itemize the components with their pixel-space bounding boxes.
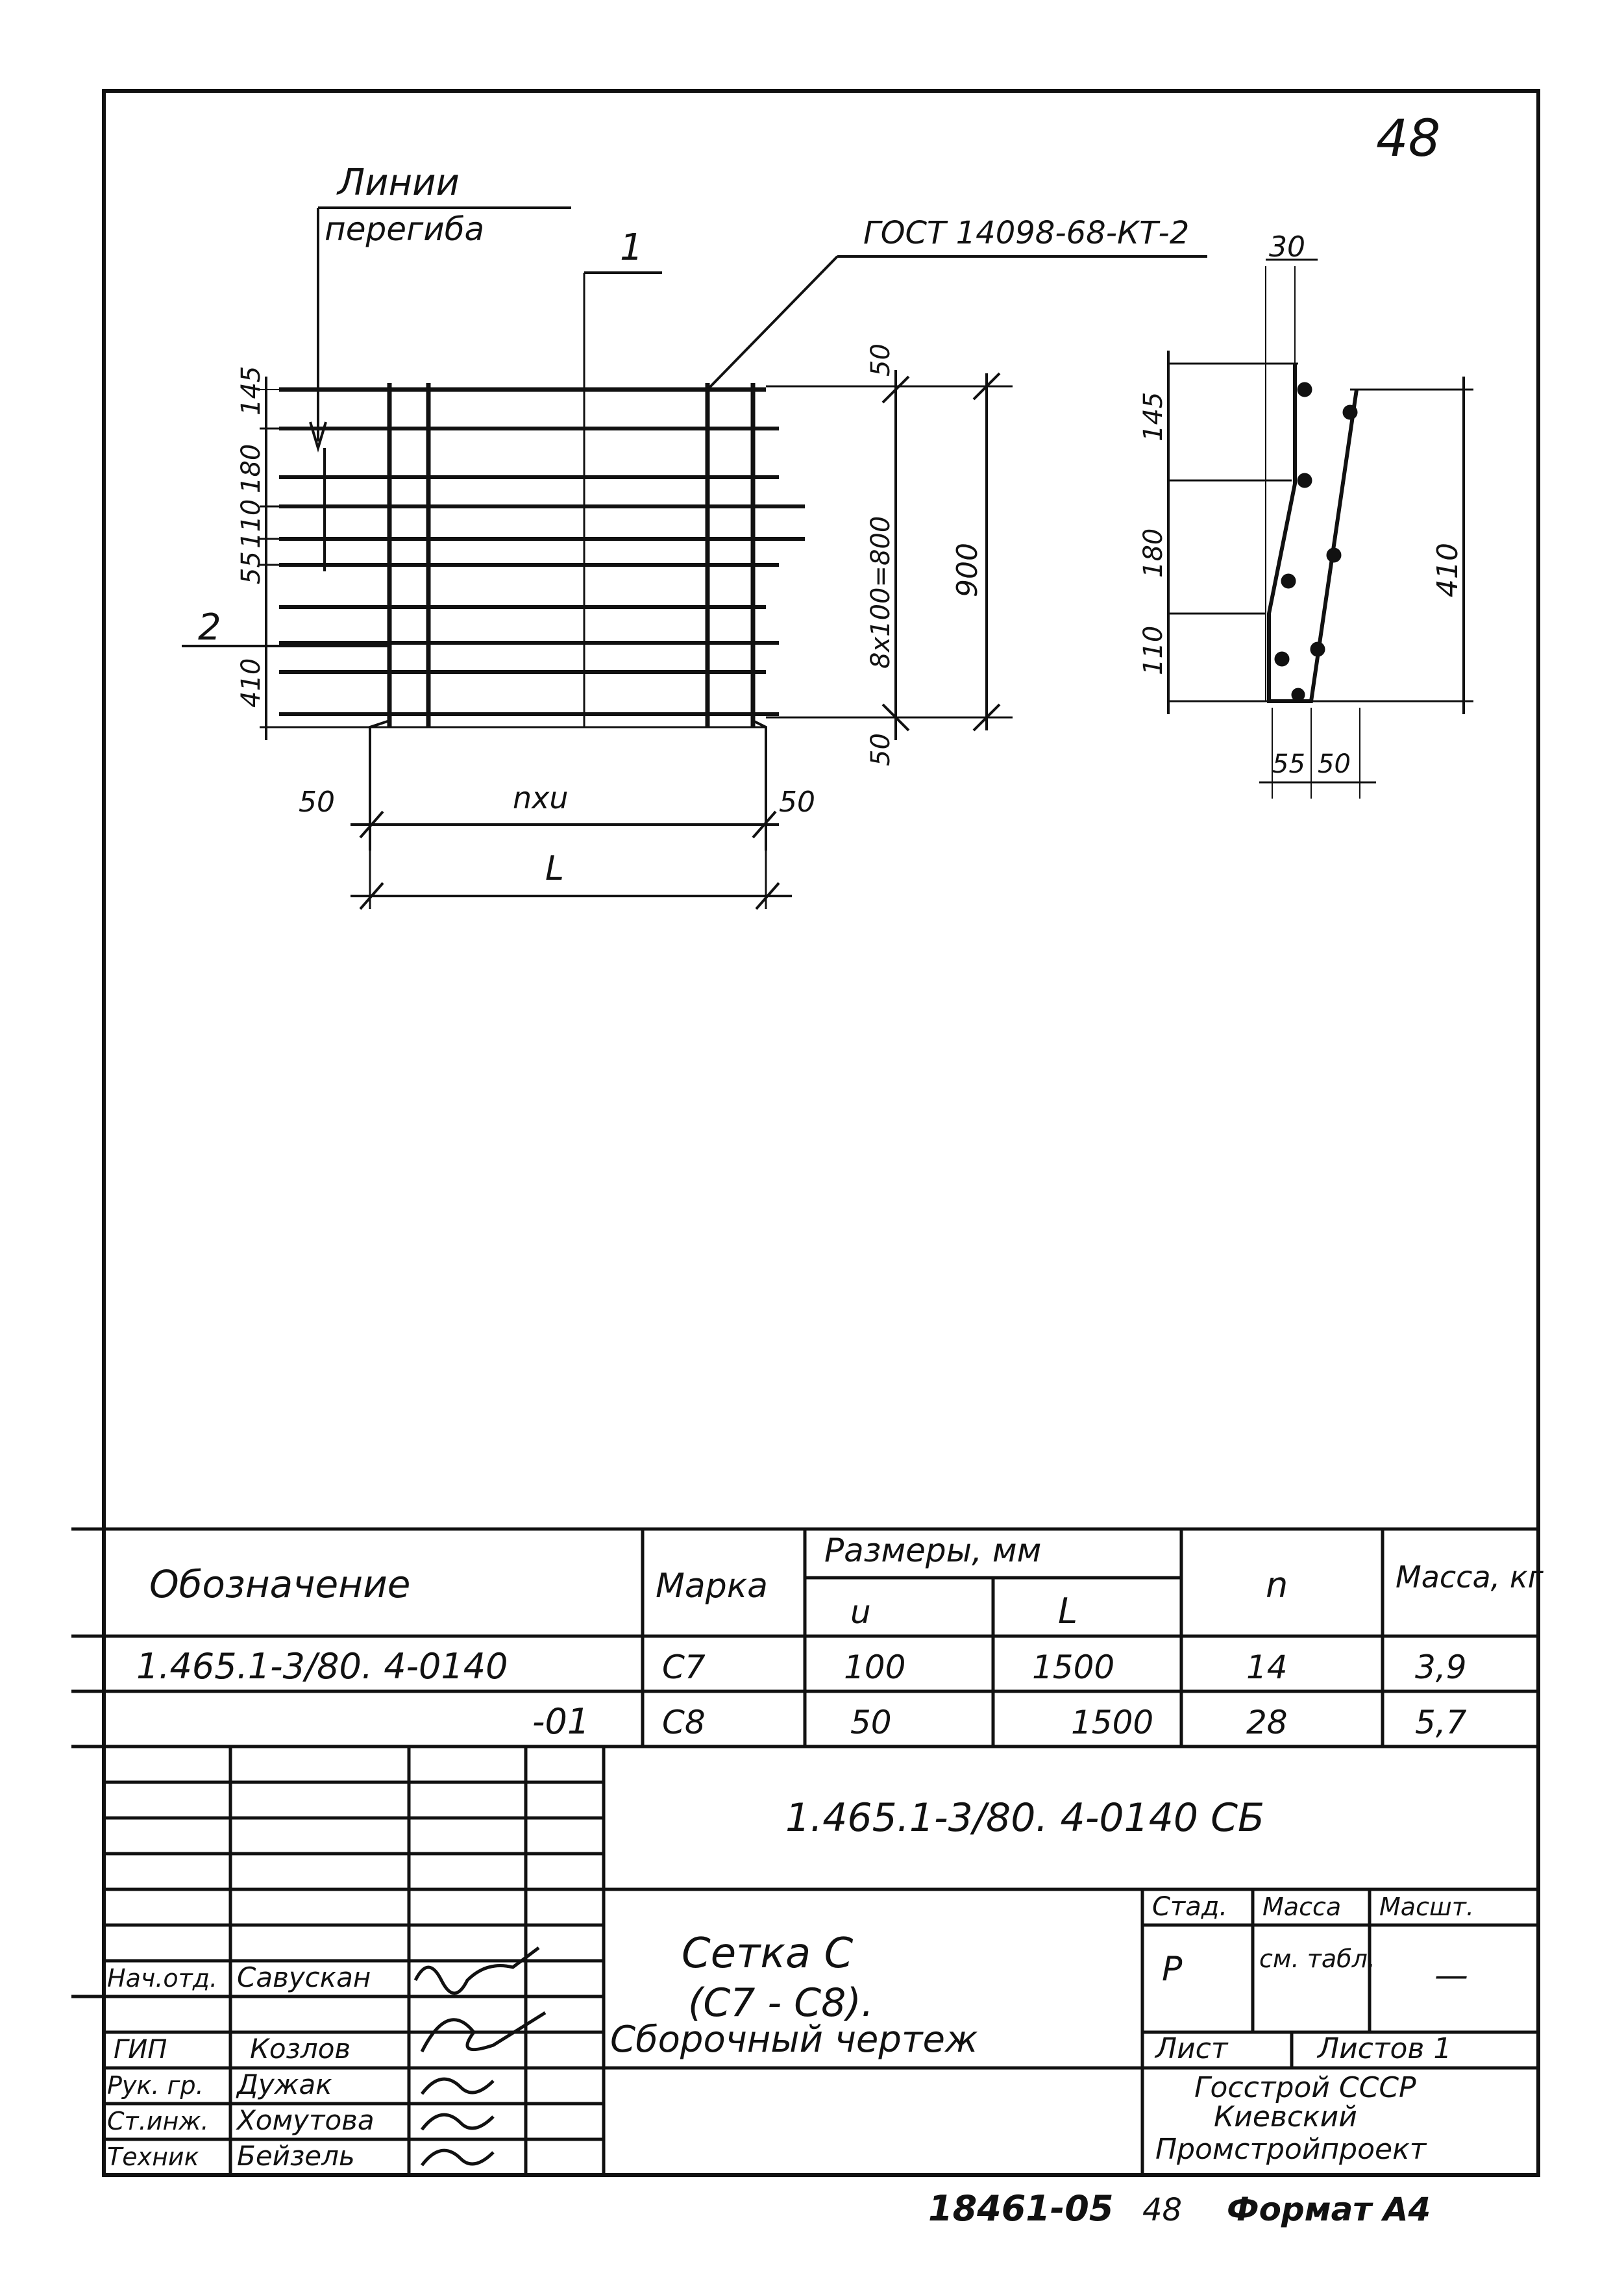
org-line-3: Промстройпроект (1155, 2133, 1427, 2166)
side-dim-145: 145 (1138, 392, 1168, 441)
col-mass: Масса, кг (1396, 1560, 1544, 1595)
right-dim-8x100: 8х100=800 (866, 516, 896, 669)
callout-1: 1 (620, 227, 643, 269)
row1-mark: С7 (662, 1648, 706, 1686)
footer-stamp-suffix: 48 (1142, 2192, 1182, 2228)
col-L: L (1058, 1591, 1077, 1632)
sig-name-4: Хомутова (236, 2104, 375, 2136)
bottom-dim-50-right: 50 (779, 786, 815, 819)
sheets-label: Листов 1 (1316, 2032, 1451, 2065)
sheet-number: 48 (1376, 110, 1440, 168)
footer-format: Формат А4 (1227, 2191, 1431, 2228)
row1-mass: 3,9 (1415, 1648, 1467, 1686)
sig-name-1: Савускан (237, 1961, 371, 1993)
row2-n: 28 (1246, 1704, 1288, 1741)
col-sizes: Размеры, мм (824, 1532, 1041, 1569)
sig-name-3: Дужак (236, 2069, 332, 2100)
sheet-frame (102, 89, 1540, 2177)
title-line-2: (С7 - С8). (688, 1980, 874, 2026)
side-view (1167, 258, 1473, 799)
row1-u: 100 (844, 1648, 905, 1686)
sig-role-3: Рук. гр. (107, 2071, 204, 2100)
side-dim-180: 180 (1138, 528, 1168, 578)
col-n: n (1266, 1565, 1288, 1606)
bottom-dim-L: L (545, 849, 564, 888)
row1-designation: 1.465.1-3/80. 4-0140 (136, 1646, 508, 1687)
row2-designation: -01 (532, 1701, 589, 1742)
left-dim-410: 410 (236, 658, 266, 708)
title-block-grid (71, 1747, 1538, 2175)
left-dim-145: 145 (236, 366, 266, 416)
stage-label: Стад. (1152, 1892, 1227, 1922)
bottom-dim-50-left: 50 (299, 786, 335, 819)
right-dim-50-top: 50 (866, 343, 896, 377)
gost-label: ГОСТ 14098-68-КТ-2 (863, 215, 1189, 251)
row2-mass: 5,7 (1415, 1704, 1467, 1741)
stage-value: Р (1162, 1950, 1183, 1989)
title-line-3: Сборочный чертеж (610, 2019, 978, 2061)
title-line-1: Сетка С (682, 1930, 854, 1978)
side-dim-50: 50 (1318, 749, 1351, 779)
sig-role-4: Ст.инж. (107, 2107, 209, 2135)
sig-role-5: Техник (107, 2143, 199, 2171)
spec-table-grid (71, 1527, 1538, 1748)
scale-value: — (1434, 1956, 1468, 1995)
col-designation: Обозначение (149, 1562, 410, 1606)
side-dim-410: 410 (1431, 543, 1464, 597)
callout-2: 2 (198, 606, 221, 649)
left-dim-180: 180 (236, 444, 266, 493)
col-u: u (850, 1593, 871, 1631)
mass-label: Масса (1262, 1893, 1341, 1921)
row2-u: 50 (850, 1704, 892, 1741)
sheet-label: Лист (1154, 2032, 1229, 2065)
col-mark: Марка (656, 1567, 768, 1606)
scale-label: Масшт. (1379, 1893, 1474, 1921)
footer-stamp: 18461-05 (928, 2188, 1113, 2229)
side-dim-55: 55 (1272, 749, 1305, 779)
side-dim-30: 30 (1269, 230, 1305, 264)
row2-mark: С8 (662, 1704, 706, 1741)
sig-name-2: Козлов (250, 2033, 351, 2065)
org-line-1: Госстрой СССР (1194, 2071, 1416, 2104)
sig-name-5: Бейзель (237, 2140, 355, 2172)
row2-L: 1500 (1071, 1704, 1153, 1741)
sig-role-2: ГИП (114, 2035, 167, 2065)
doc-code: 1.465.1-3/80. 4-0140 СБ (785, 1795, 1264, 1841)
org-line-2: Киевский (1214, 2100, 1357, 2133)
left-dim-55: 55 (236, 551, 266, 584)
side-dim-110: 110 (1138, 626, 1168, 675)
right-dim-50-bottom: 50 (866, 733, 896, 766)
right-dim-900: 900 (951, 543, 984, 597)
bend-lines-label-1: Линии (336, 162, 460, 204)
sig-role-1: Нач.отд. (107, 1964, 217, 1993)
row1-L: 1500 (1032, 1648, 1114, 1686)
mass-value: см. табл. (1259, 1945, 1375, 1973)
bottom-dim-nxu: nхu (513, 780, 569, 815)
bend-lines-label-2: перегиба (325, 210, 484, 248)
front-view (182, 206, 1207, 910)
signature-marks (413, 1946, 547, 2167)
left-dim-110: 110 (236, 499, 266, 549)
row1-n: 14 (1246, 1648, 1288, 1686)
